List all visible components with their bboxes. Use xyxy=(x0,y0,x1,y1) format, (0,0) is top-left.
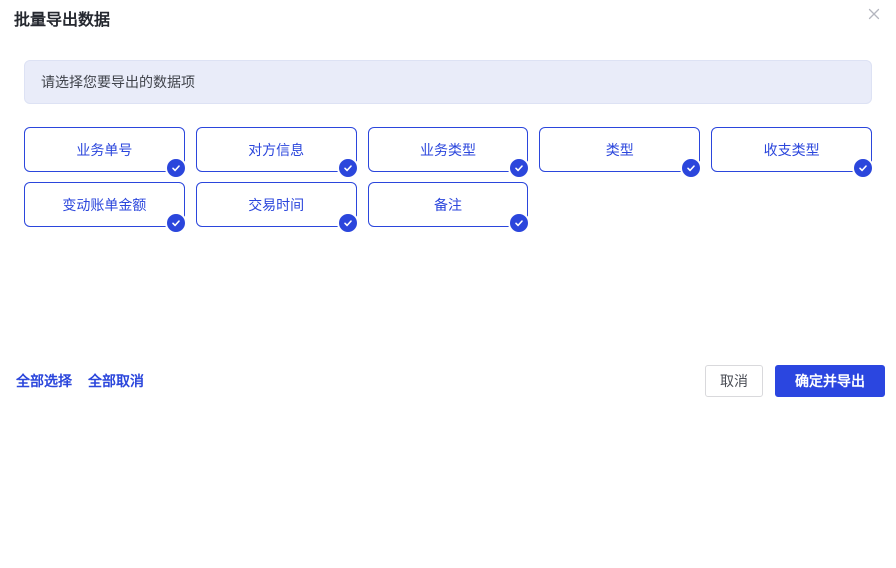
check-icon xyxy=(680,157,703,179)
check-icon xyxy=(164,212,187,234)
close-icon xyxy=(867,7,881,26)
deselect-all-link[interactable]: 全部取消 xyxy=(88,373,144,389)
select-all-link[interactable]: 全部选择 xyxy=(16,373,72,389)
field-chip-transaction-time[interactable]: 交易时间 xyxy=(195,182,359,234)
cancel-button[interactable]: 取消 xyxy=(705,365,763,397)
field-chip-remark[interactable]: 备注 xyxy=(367,182,531,234)
close-button[interactable] xyxy=(864,6,884,26)
footer-buttons: 取消 确定并导出 xyxy=(705,365,885,397)
confirm-export-button[interactable]: 确定并导出 xyxy=(775,365,885,397)
field-chip-label: 业务单号 xyxy=(76,141,133,158)
check-icon xyxy=(852,157,874,179)
field-chip-changed-bill-amount[interactable]: 变动账单金额 xyxy=(24,182,187,234)
check-icon xyxy=(336,212,359,234)
field-chip-business-order-no[interactable]: 业务单号 xyxy=(24,127,187,179)
field-chip-label: 类型 xyxy=(605,141,634,158)
notice-bar: 请选择您要导出的数据项 xyxy=(24,60,872,104)
field-chip-counterparty-info[interactable]: 对方信息 xyxy=(195,127,359,179)
export-fields-grid: 业务单号 对方信息 业务类型 类型 收支类型 xyxy=(24,127,874,234)
field-chip-label: 备注 xyxy=(433,196,462,213)
field-chip-label: 变动账单金额 xyxy=(62,196,147,213)
dialog-footer: 全部选择 全部取消 取消 确定并导出 xyxy=(16,365,885,397)
dialog-title: 批量导出数据 xyxy=(14,12,111,29)
check-icon xyxy=(336,157,359,179)
check-icon xyxy=(508,157,531,179)
check-icon xyxy=(164,157,187,179)
field-chip-label: 交易时间 xyxy=(248,196,305,213)
field-chip-income-expense-type[interactable]: 收支类型 xyxy=(711,127,874,179)
check-icon xyxy=(508,212,531,234)
field-chip-label: 对方信息 xyxy=(248,141,305,158)
field-chip-label: 业务类型 xyxy=(419,141,476,158)
field-chip-business-type[interactable]: 业务类型 xyxy=(367,127,531,179)
field-chip-type[interactable]: 类型 xyxy=(539,127,703,179)
notice-text: 请选择您要导出的数据项 xyxy=(41,74,195,90)
footer-links: 全部选择 全部取消 xyxy=(16,371,144,391)
field-chip-label: 收支类型 xyxy=(763,141,820,158)
